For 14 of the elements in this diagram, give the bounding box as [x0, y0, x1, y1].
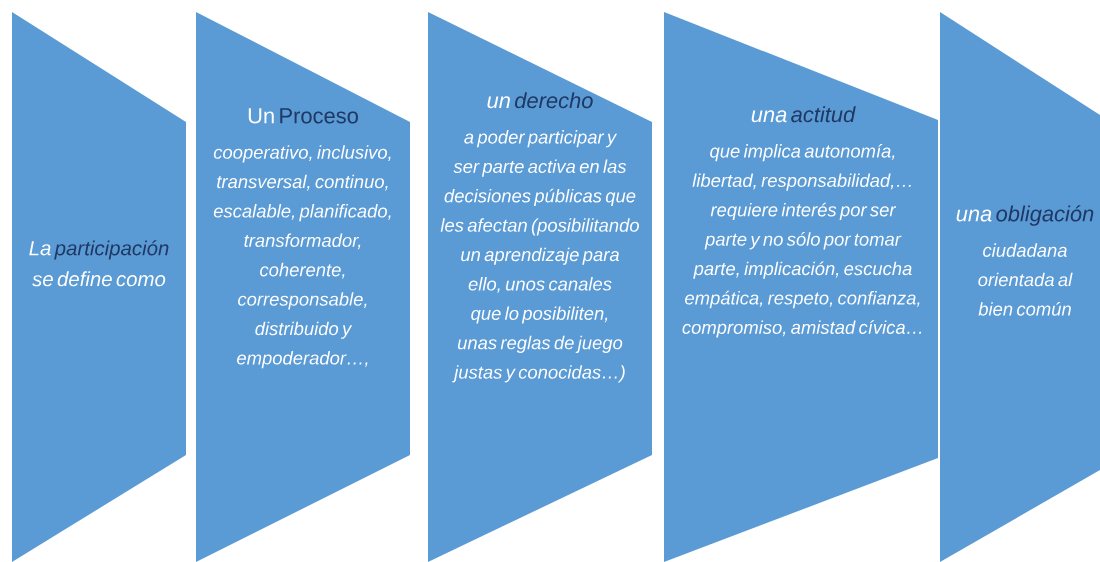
- chevron-shape: [196, 12, 410, 562]
- chevron-shape: [664, 12, 938, 562]
- body-text: La participación se define como: [29, 240, 169, 287]
- heading-text: una obligación: [956, 205, 1094, 226]
- heading-text: una actitud: [751, 106, 856, 123]
- body-text: a poder participar y ser parte activa en las decisiones públicas que les afectan (posibilitando un aprendizaje para ello, unos canales que lo posibiliten, unas reglas de juego justas y conocidas…): [440, 130, 639, 383]
- chevron-shape: [940, 12, 1100, 562]
- body-text: ciudadana orientada al bien común: [978, 243, 1073, 316]
- chevron-shape: [12, 12, 186, 562]
- heading-text: un derecho: [487, 92, 593, 109]
- chevron-shape: [428, 12, 652, 562]
- body-text: que implica autonomía, libertad, responsabilidad,… requiere interés por ser parte y no sólo por tomar parte, implicación, escucha empática, respeto, confianza, compromiso, amistad cívica…: [682, 143, 922, 338]
- body-text: cooperativo, inclusivo, transversal, continuo, escalable, planificado, transformador, coherente, corresponsable, distribuido y empoderador…,: [213, 145, 391, 369]
- heading-text: Un Proceso: [248, 108, 358, 124]
